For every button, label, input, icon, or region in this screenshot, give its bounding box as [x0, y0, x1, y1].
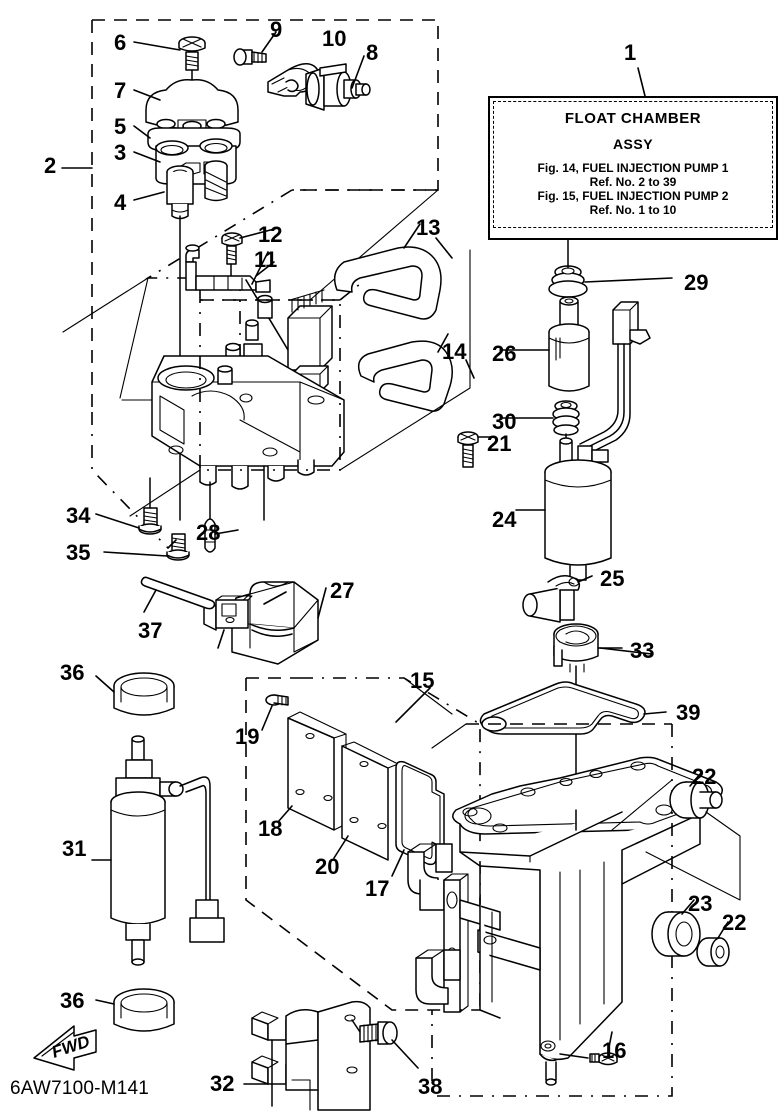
- callout-number-valve-body: 3: [114, 140, 127, 165]
- callout-number-o-ring: 29: [684, 270, 709, 295]
- callout-number-screw: 12: [258, 222, 283, 247]
- part-31-fuel-pump-assy: [91, 735, 225, 966]
- part-32-bracket-body: [285, 1000, 371, 1111]
- callout-number-clamp: 32: [210, 1071, 235, 1096]
- callout-number-bolt: 34: [66, 503, 91, 528]
- float-chamber-body: [407, 756, 723, 1086]
- callout-number-cover-assy: 27: [330, 578, 355, 603]
- callout-number-fuel-pump-assy: 31: [62, 836, 87, 861]
- pump-housing-body: [151, 289, 345, 521]
- callout-number-drain-screw: 16: [602, 1038, 627, 1063]
- callout-number-grommet: 22: [722, 910, 747, 935]
- callout-number-damper: 23: [688, 891, 713, 916]
- part-27-cover-assy: [203, 581, 327, 665]
- part-24-fuel-pump: [515, 437, 612, 581]
- part-36-ring-lower: [95, 988, 175, 1032]
- part-33-bracket: [553, 623, 623, 811]
- title-block-ref2: Ref. No. 2 to 39: [589, 175, 677, 189]
- title-block: FLOAT CHAMBER ASSY Fig. 14, FUEL INJECTI…: [488, 96, 778, 240]
- part-36-ring-upper: [95, 672, 175, 716]
- part-32-clamp: [243, 1011, 287, 1107]
- title-block-ref1: Fig. 14, FUEL INJECTION PUMP 1: [537, 161, 729, 175]
- part-38-bolt: [351, 1019, 419, 1069]
- callout-number-joint-pipe: 11: [254, 247, 278, 272]
- callout-number-pin: 28: [196, 520, 221, 545]
- callout-number-bracket-plate: 18: [258, 816, 283, 841]
- callout-number-ring-upper: 36: [60, 660, 85, 685]
- part-11-joint-pipe: [185, 244, 301, 371]
- part-4-plunger: [166, 160, 228, 521]
- part-34-bolt: [95, 477, 162, 535]
- callout-number-cover-gasket: 39: [676, 700, 701, 725]
- part-37-rod: [140, 576, 216, 613]
- callout-number-bolt: 35: [66, 540, 91, 565]
- callout-number-gasket-plate: 17: [365, 876, 390, 901]
- part-30-oring: [499, 400, 580, 453]
- part-21-bolt: [457, 431, 493, 468]
- part-7-cover: [145, 78, 239, 132]
- part-29-oring: [548, 239, 673, 298]
- part-23-damper: [651, 899, 701, 957]
- callout-number-fuel-hose-upper: 13: [416, 215, 441, 240]
- part-12-screw: [221, 232, 243, 291]
- title-block-line2: ASSY: [612, 136, 654, 152]
- part-26-filter: [499, 296, 651, 453]
- callout-number-screw: 19: [235, 724, 260, 749]
- part-13-fuel-hose-upper: [333, 223, 442, 320]
- callout-number-holder: 25: [600, 566, 625, 591]
- callout-number-rod: 37: [138, 618, 163, 643]
- title-block-ref4: Ref. No. 1 to 10: [589, 203, 677, 217]
- callout-number-lever: 10: [322, 26, 347, 51]
- part-22-grommet-lower: [696, 921, 730, 967]
- callout-number-float-chamber-assy: 1: [624, 40, 637, 65]
- callout-number-screw: 6: [114, 30, 127, 55]
- callout-number-plate-group: 15: [410, 668, 435, 693]
- callout-number-grommet: 22: [692, 764, 717, 789]
- part-18-bracket-plate: [277, 711, 347, 831]
- part-28-pin: [204, 518, 239, 553]
- callout-number-plunger: 4: [114, 190, 127, 215]
- part-6-screw: [178, 36, 206, 101]
- fwd-arrow-icon: [33, 1025, 97, 1071]
- title-block-ref3: Fig. 15, FUEL INJECTION PUMP 2: [537, 189, 729, 203]
- callout-number-cover: 7: [114, 78, 127, 103]
- part-22-grommet-upper: [645, 773, 741, 901]
- title-block-line1: FLOAT CHAMBER: [564, 110, 702, 127]
- callout-number-bolt: 9: [270, 17, 283, 42]
- callout-number-regulator: 8: [366, 40, 379, 65]
- callout-number-filter: 26: [492, 341, 517, 366]
- callout-number-o-ring: 30: [492, 409, 517, 434]
- callout-number-bolt: 38: [418, 1074, 443, 1099]
- callout-number-high-pressure-pump-group: 2: [44, 153, 57, 178]
- callout-number-fuel-pump-low-pressure: 24: [492, 507, 517, 532]
- callout-number-ring-lower: 36: [60, 988, 85, 1013]
- callout-number-gasket: 5: [114, 114, 127, 139]
- callout-number-bracket: 33: [630, 638, 655, 663]
- callout-number-insulator-plate: 20: [315, 854, 340, 879]
- part-39-cover-gasket: [479, 681, 667, 735]
- part-20-insulator-plate: [333, 741, 399, 861]
- part-9-bolt: [233, 31, 277, 66]
- callout-number-fuel-hose-lower: 14: [442, 339, 467, 364]
- part-14-fuel-hose-lower: [357, 333, 453, 412]
- callout-leaders: [61, 41, 653, 723]
- part-19-screw: [261, 694, 289, 731]
- callout-number-bolt: 21: [487, 431, 512, 456]
- part-25-holder: [522, 575, 593, 623]
- drawing-number: 6AW7100-M141: [10, 1078, 149, 1099]
- part-16-drain-screw: [559, 1031, 618, 1066]
- part-8-regulator: [305, 55, 371, 111]
- part-35-bolt: [103, 533, 190, 561]
